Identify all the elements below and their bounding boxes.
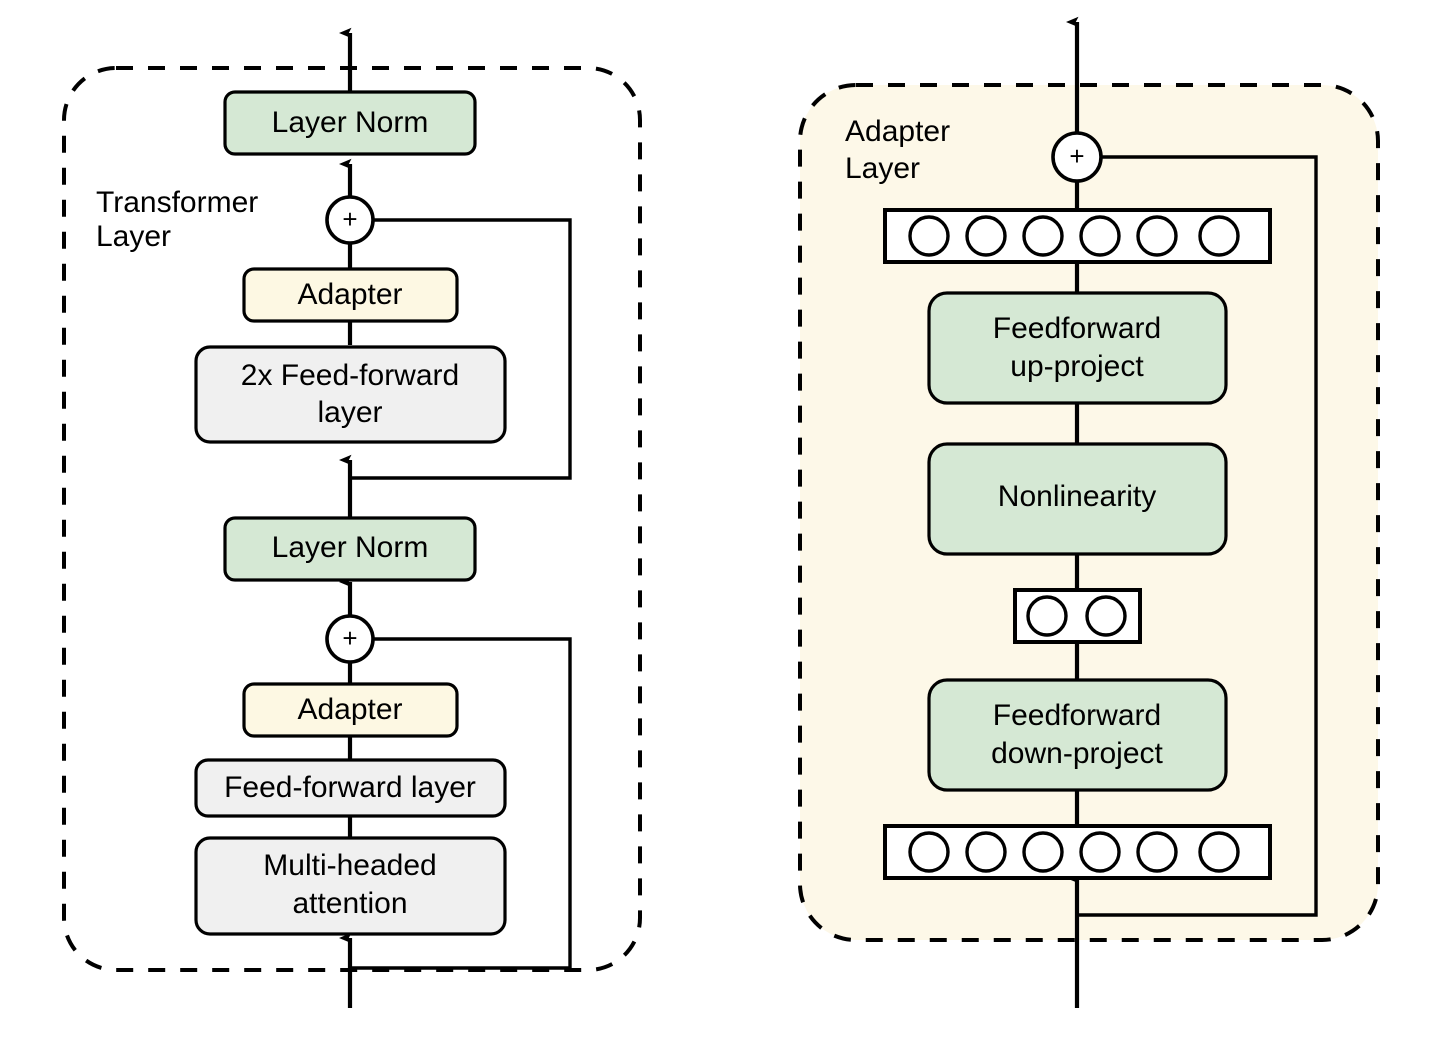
transformer-layer-caption-line2: Layer bbox=[96, 220, 171, 253]
neuron bbox=[1079, 831, 1121, 873]
block-layer-norm-bottom: Layer Norm bbox=[223, 516, 477, 582]
adapter-layer-caption-line1: Adapter bbox=[845, 115, 950, 148]
multi-headed-attention-label-line1: Multi-headed bbox=[263, 849, 436, 882]
neuron bbox=[1026, 595, 1068, 637]
layer-norm-top-box bbox=[223, 90, 477, 156]
feedforward-down-project-label-line1: Feedforward bbox=[993, 699, 1161, 732]
feed-forward-2x-label-line1: 2x Feed-forward bbox=[241, 359, 459, 392]
block-nonlinearity: Nonlinearity bbox=[927, 442, 1228, 556]
transformer-layer-caption-line1: Transformer bbox=[96, 186, 258, 219]
block-feedforward-up-project: Feedforward up-project bbox=[927, 291, 1228, 405]
adapter-top-box bbox=[242, 267, 459, 323]
feed-forward-2x-box bbox=[194, 345, 507, 444]
adapter-skip-connection bbox=[1079, 155, 1318, 917]
block-adapter-bottom: Adapter bbox=[242, 682, 459, 738]
feed-forward-layer-label: Feed-forward layer bbox=[224, 771, 476, 804]
block-feed-forward-layer: Feed-forward layer bbox=[194, 758, 507, 818]
feed-forward-layer-box bbox=[194, 758, 507, 818]
feedforward-down-project-label-line2: down-project bbox=[991, 737, 1163, 770]
neuron bbox=[1085, 595, 1127, 637]
multi-headed-attention-box bbox=[194, 836, 507, 936]
neuron-row-output bbox=[883, 208, 1272, 264]
neuron bbox=[1136, 215, 1178, 257]
neuron bbox=[965, 831, 1007, 873]
layer-norm-bottom-box bbox=[223, 516, 477, 582]
neuron bbox=[908, 831, 950, 873]
nonlinearity-box bbox=[927, 442, 1228, 556]
neuron bbox=[1079, 215, 1121, 257]
block-multi-headed-attention: Multi-headed attention bbox=[194, 836, 507, 936]
block-feedforward-down-project: Feedforward down-project bbox=[927, 678, 1228, 792]
feedforward-up-project-label-line1: Feedforward bbox=[993, 312, 1161, 345]
neuron bbox=[908, 215, 950, 257]
adapter-layer-caption-line2: Layer bbox=[845, 152, 920, 185]
adder-top: + bbox=[325, 195, 375, 245]
adapter-bottom-box bbox=[242, 682, 459, 738]
neuron bbox=[965, 215, 1007, 257]
adder-bottom: + bbox=[325, 614, 375, 664]
feedforward-up-project-label-line2: up-project bbox=[1010, 350, 1144, 383]
skip-connection-lower bbox=[352, 637, 572, 970]
neuron bbox=[1198, 831, 1240, 873]
block-layer-norm-top: Layer Norm bbox=[223, 90, 477, 156]
adder-top-label: + bbox=[342, 204, 357, 234]
block-feed-forward-2x: 2x Feed-forward layer bbox=[194, 345, 507, 444]
neuron-row-bottleneck bbox=[1013, 588, 1142, 644]
neuron bbox=[1136, 831, 1178, 873]
adder-top-circle bbox=[325, 195, 375, 245]
adapter-bottom-label: Adapter bbox=[297, 693, 402, 726]
adder-adapter-label: + bbox=[1069, 141, 1084, 171]
nonlinearity-label: Nonlinearity bbox=[998, 480, 1156, 513]
block-adapter-top: Adapter bbox=[242, 267, 459, 323]
adder-bottom-label: + bbox=[342, 623, 357, 653]
feedforward-down-project-box bbox=[927, 678, 1228, 792]
layer-norm-bottom-label: Layer Norm bbox=[272, 531, 429, 564]
adapter-top-label: Adapter bbox=[297, 278, 402, 311]
panel-adapter-layer: Adapter Layer bbox=[798, 22, 1380, 1008]
adder-adapter-circle bbox=[1051, 131, 1103, 183]
neuron-row-input bbox=[883, 824, 1272, 880]
panel-transformer-layer: Transformer Layer bbox=[62, 33, 642, 1008]
skip-connection-upper bbox=[352, 218, 572, 480]
adapter-layer-dashed-frame bbox=[798, 83, 1380, 942]
feedforward-up-project-box bbox=[927, 291, 1228, 405]
neuron bbox=[1022, 215, 1064, 257]
adder-adapter: + bbox=[1051, 131, 1103, 183]
neuron bbox=[1198, 215, 1240, 257]
feed-forward-2x-label-line2: layer bbox=[317, 396, 382, 429]
neuron bbox=[1022, 831, 1064, 873]
layer-norm-top-label: Layer Norm bbox=[272, 106, 429, 139]
multi-headed-attention-label-line2: attention bbox=[292, 887, 407, 920]
adder-bottom-circle bbox=[325, 614, 375, 664]
